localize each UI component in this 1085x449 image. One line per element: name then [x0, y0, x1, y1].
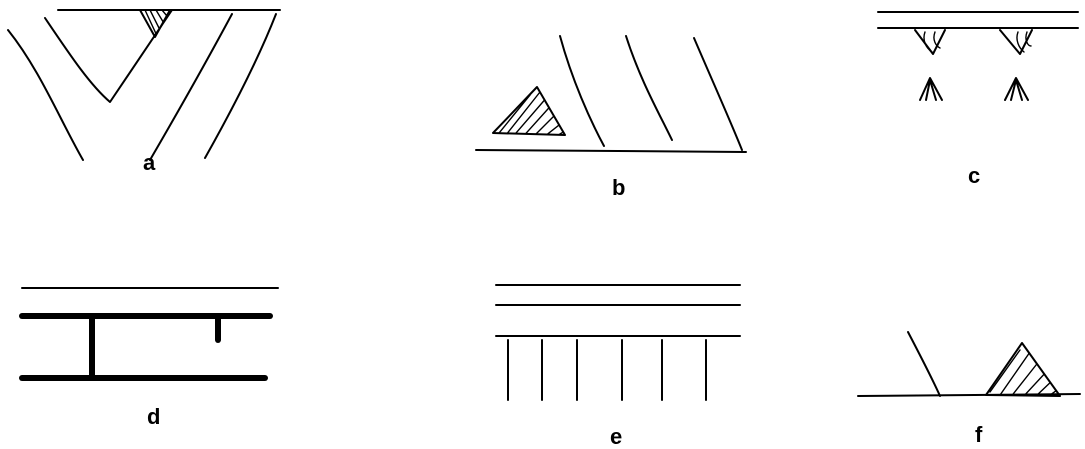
panel-d-drawing: [19, 287, 279, 381]
panel-e-label: e: [610, 424, 622, 449]
panel-e: e: [495, 284, 741, 449]
panel-c: c: [877, 11, 1079, 188]
panel-d: d: [19, 287, 279, 429]
panel-a: a: [7, 9, 281, 175]
panel-f: f: [857, 331, 1081, 447]
panel-c-drawing: [877, 11, 1079, 101]
panel-b-drawing: [475, 35, 747, 153]
panel-a-drawing: [7, 9, 281, 161]
panel-d-label: d: [147, 404, 160, 429]
panel-f-drawing: [857, 331, 1081, 397]
panel-c-label: c: [968, 163, 980, 188]
panel-b: b: [475, 35, 747, 200]
panel-f-label: f: [975, 422, 983, 447]
panel-e-drawing: [495, 284, 741, 401]
panel-b-label: b: [612, 175, 625, 200]
panel-a-label: a: [143, 150, 156, 175]
